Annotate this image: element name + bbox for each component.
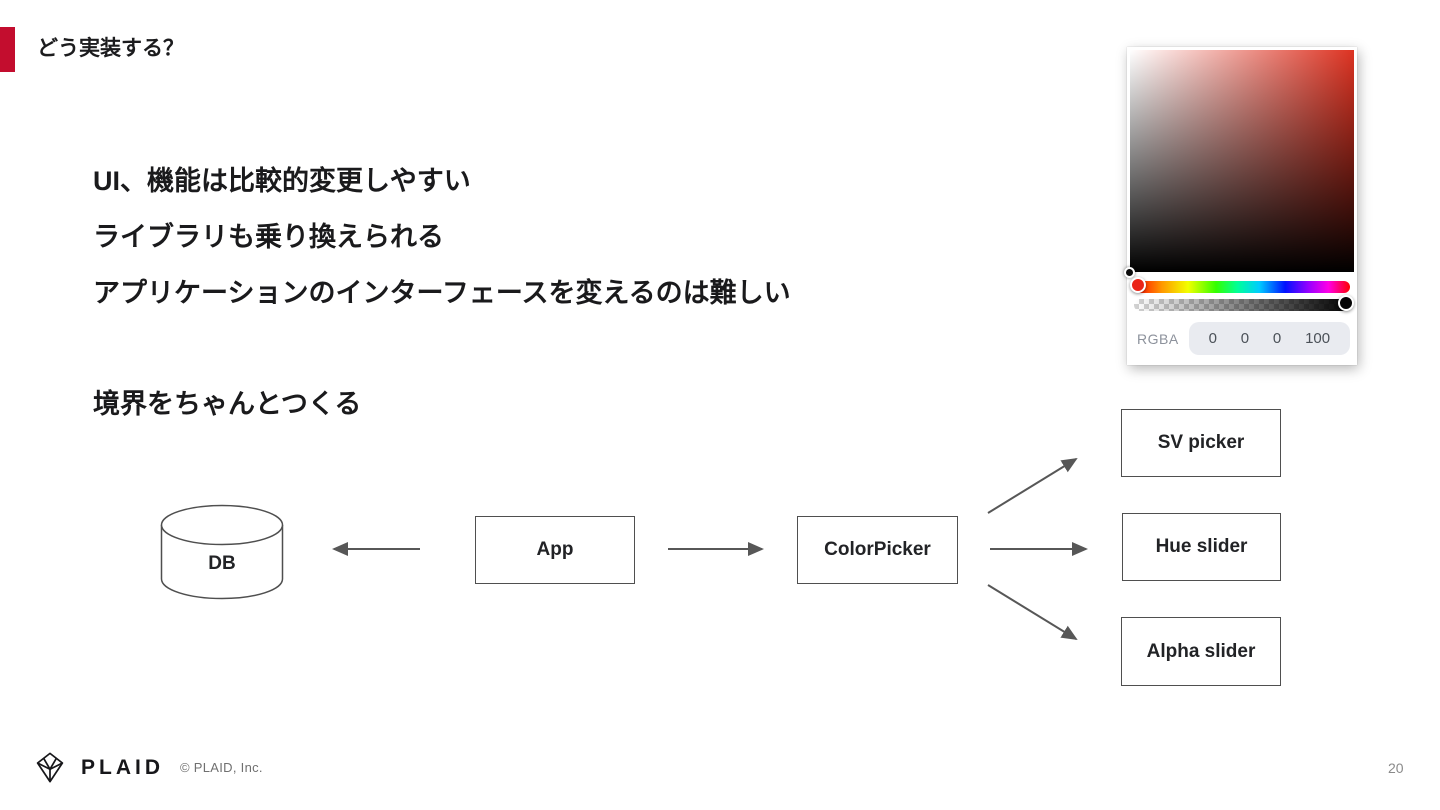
diagram-node-sv-picker: SV picker — [1121, 409, 1281, 477]
rgba-row: RGBA 0 0 0 100 — [1137, 322, 1350, 355]
node-label: SV picker — [1157, 432, 1245, 453]
sv-gradient-area[interactable] — [1124, 50, 1354, 278]
bullet-list: UI、機能は比較的変更しやすい ライブラリも乗り換えられる アプリケーションのイ… — [93, 167, 791, 307]
database-cylinder-icon — [160, 504, 284, 600]
rgba-alpha-value[interactable]: 100 — [1305, 330, 1331, 347]
alpha-slider-handle[interactable] — [1338, 295, 1354, 311]
rgba-red-value[interactable]: 0 — [1208, 330, 1217, 347]
bullet-line: UI、機能は比較的変更しやすい — [93, 166, 471, 196]
node-label: Hue slider — [1155, 536, 1248, 557]
hue-slider-handle[interactable] — [1130, 277, 1146, 293]
color-picker-panel: RGBA 0 0 0 100 — [1124, 47, 1357, 365]
sv-cursor-handle[interactable] — [1124, 267, 1135, 278]
arrow-colorpicker-to-svpicker — [987, 457, 1078, 514]
bullet-line: ライブラリも乗り換えられる — [93, 222, 444, 252]
copyright-text: © PLAID, Inc. — [180, 760, 263, 775]
bullet-line: アプリケーションのインターフェースを変えるのは難しい — [93, 278, 791, 308]
diagram-node-hue-slider: Hue slider — [1122, 513, 1281, 581]
rgba-value-fields[interactable]: 0 0 0 100 — [1188, 322, 1350, 355]
plaid-logo-icon — [36, 752, 64, 783]
arrow-colorpicker-to-alphaslider — [987, 584, 1078, 641]
diagram-node-colorpicker: ColorPicker — [797, 516, 958, 584]
diagram-node-db: DB — [160, 504, 284, 600]
page-title: どう実装する？ — [37, 37, 184, 60]
hue-slider-track[interactable] — [1130, 277, 1350, 293]
node-label: ColorPicker — [824, 539, 931, 560]
node-label: Alpha slider — [1146, 640, 1256, 662]
diagram-node-alpha-slider: Alpha slider — [1121, 617, 1281, 686]
node-label: App — [536, 539, 574, 560]
alpha-slider-track[interactable] — [1134, 295, 1354, 311]
plaid-wordmark: PLAID — [81, 755, 164, 779]
db-label: DB — [208, 553, 236, 574]
rgba-label: RGBA — [1137, 330, 1179, 347]
rgba-green-value[interactable]: 0 — [1240, 330, 1250, 347]
rgba-blue-value[interactable]: 0 — [1272, 330, 1282, 347]
diagram-node-app: App — [475, 516, 635, 584]
title-accent-bar — [0, 27, 15, 72]
subheading: 境界をちゃんとつくる — [93, 389, 362, 419]
page-number: 20 — [1388, 760, 1404, 776]
footer: PLAID © PLAID, Inc. — [36, 752, 263, 783]
